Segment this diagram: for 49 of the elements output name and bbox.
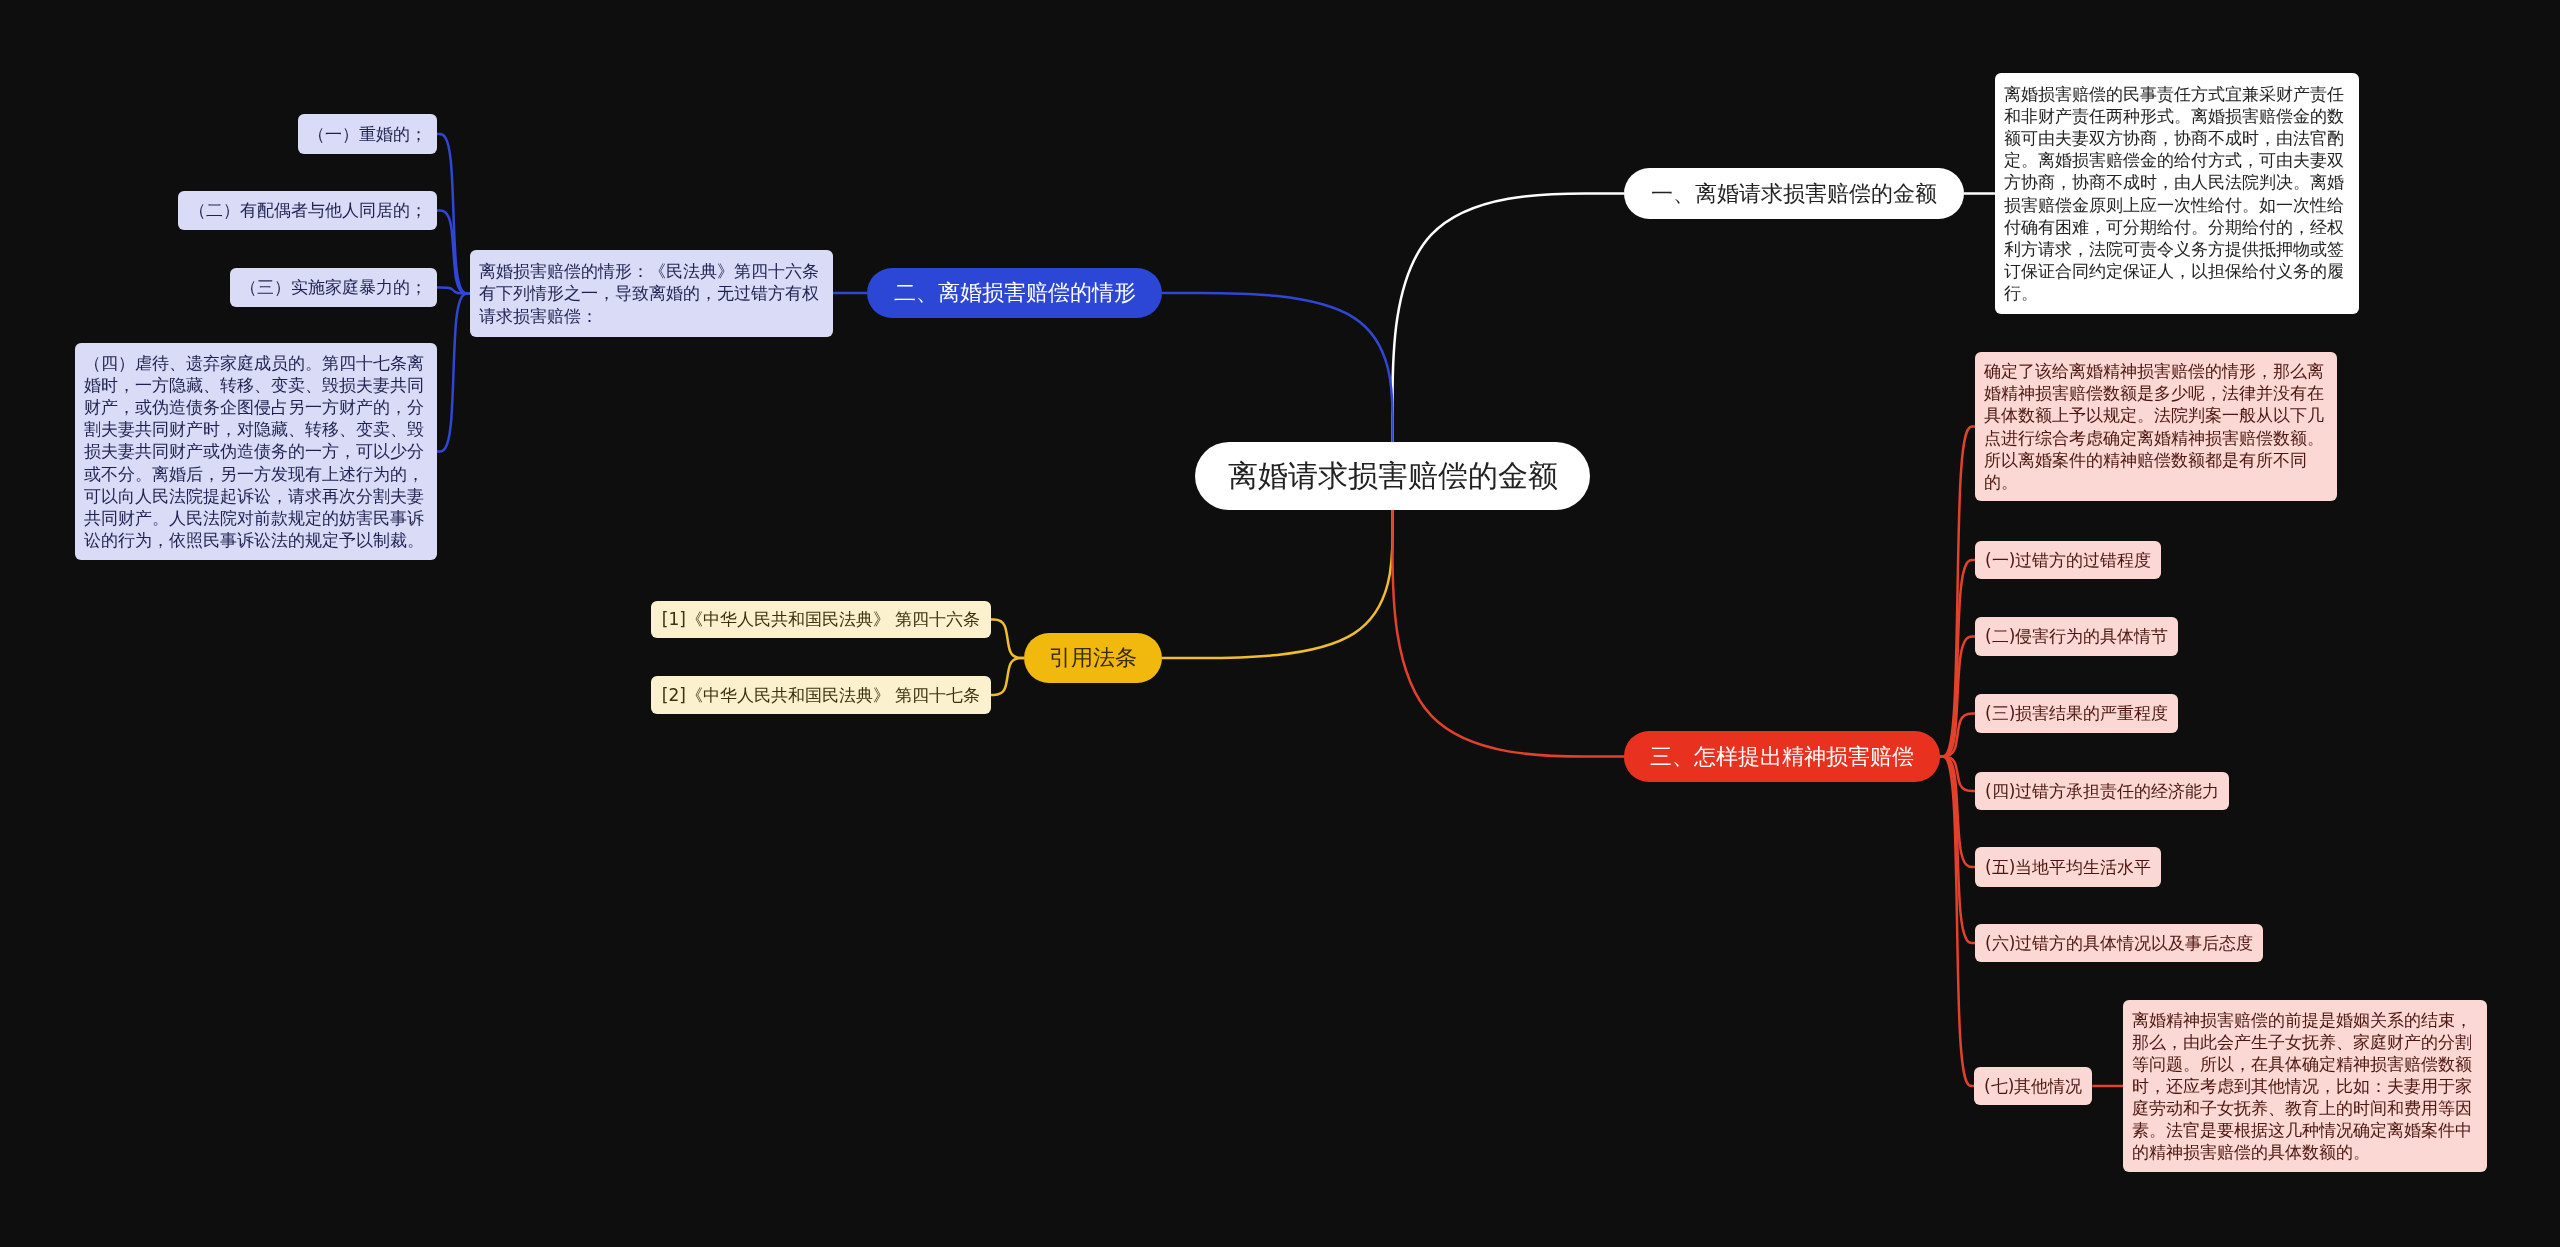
subtopic-box (1975, 541, 2162, 579)
topic-label: 二、离婚损害赔偿的情形 (893, 279, 1136, 307)
topic-label: 三、怎样提出精神损害赔偿 (1650, 742, 1914, 771)
topic-label: (三)损害结果的严重程度 (1985, 702, 2169, 725)
branch-topic (1624, 168, 1964, 219)
subtopic-box (230, 268, 437, 307)
topic-label: 离婚请求损害赔偿的金额 (1227, 456, 1558, 495)
subtopic-box (298, 114, 437, 154)
note-text: （四）虐待、遗弃家庭成员的。第四十七条离婚时，一方隐藏、转移、变卖、毁损夫妻共同财产，或伪造债务企图侵占另一方财产的，分割夫妻共同财产时，对隐藏、转移、变卖、毁损夫妻共同财产或伪造债务的一方，可以少分或不分。离婚后，另一方发现有上述行为的，可以向人民法院提起诉讼，请求再次分割夫妻共同财产。人民法院对前款规定的妨害民事诉讼的行为，依照民事诉讼法的规定予以制裁。 (84, 352, 425, 551)
subtopic-box (178, 191, 437, 230)
branch-topic (1624, 731, 1940, 782)
note-text: 确定了该给离婚精神损害赔偿的情形，那么离婚精神损害赔偿数额是多少呢，法律并没有在具体数额上予以规定。法院判案一般从以下几点进行综合考虑确定离婚精神损害赔偿数额。所以离婚案件的精神赔偿数额都是有所不同的。 (1984, 360, 2325, 493)
topic-label: (一)过错方的过错程度 (1985, 548, 2152, 572)
subtopic-box (1975, 617, 2179, 656)
branch-line (437, 292, 470, 453)
topic-label: [1]《中华人民共和国民法典》 第四十六条 (661, 608, 981, 631)
topic-label: 一、离婚请求损害赔偿的金额 (1651, 179, 1937, 208)
note-card (470, 250, 833, 337)
note-card (1975, 352, 2337, 501)
branch-topic (867, 268, 1162, 318)
subtopic-box (1974, 1067, 2093, 1105)
subtopic-box (1975, 772, 2230, 810)
topic-label: （一）重婚的； (308, 122, 427, 146)
branch-line (833, 291, 867, 295)
subtopic-box (1975, 694, 2179, 733)
branch-line (1940, 755, 1974, 1088)
topic-label: （三）实施家庭暴力的； (240, 276, 427, 299)
note-text: 离婚损害赔偿的民事责任方式宜兼采财产责任和非财产责任两种形式。离婚损害赔偿金的数额可由夫妻双方协商，协商不成时，由法官酌定。离婚损害赔偿金的给付方式，可由夫妻双方协商，协商不成时，由人民法院判决。离婚损害赔偿金原则上应一次性给付。如一次性给付确有困难，可分期给付。分期给付的，经权利方请求，法院可责令义务方提供抵押物或签订保证合同约定保证人，以担保给付义务的履行。 (2004, 83, 2345, 304)
topic-label: (二)侵害行为的具体情节 (1985, 625, 2169, 648)
topic-label: 引用法条 (1049, 644, 1137, 672)
note-card (2123, 1000, 2487, 1172)
topic-label: (七)其他情况 (1984, 1074, 2083, 1098)
subtopic-box (1975, 924, 2264, 962)
topic-label: （二）有配偶者与他人同居的； (188, 199, 427, 222)
branch-line (1162, 291, 1394, 442)
topic-label: (六)过错方的具体情况以及事后态度 (1985, 931, 2254, 955)
branch-line (991, 656, 1024, 697)
note-text: 离婚损害赔偿的情形：《民法典》第四十六条有下列情形之一，导致离婚的，无过错方有权请求损害赔偿： (479, 260, 820, 327)
topic-label: [2]《中华人民共和国民法典》 第四十七条 (661, 683, 981, 707)
topic-label: (四)过错方承担责任的经济能力 (1985, 779, 2220, 803)
note-text: 离婚精神损害赔偿的前提是婚姻关系的结束，那么，由此会产生子女抚养、家庭财产的分割等问题。所以，在具体确定精神损害赔偿数额时，还应考虑到其他情况，比如：夫妻用于家庭劳动和子女抚养、教育上的时间和费用等因素。法官是要根据这几种情况确定离婚案件中的精神损害赔偿的具体数额的。 (2132, 1008, 2473, 1164)
branch-line (2092, 1084, 2123, 1088)
subtopic-box (651, 601, 991, 638)
branch-line (1391, 510, 1624, 758)
branch-topic (1024, 633, 1162, 683)
topic-label: (五)当地平均生活水平 (1985, 855, 2152, 879)
subtopic-box (651, 676, 991, 714)
branch-line (1964, 192, 1995, 195)
subtopic-box (1975, 847, 2162, 887)
